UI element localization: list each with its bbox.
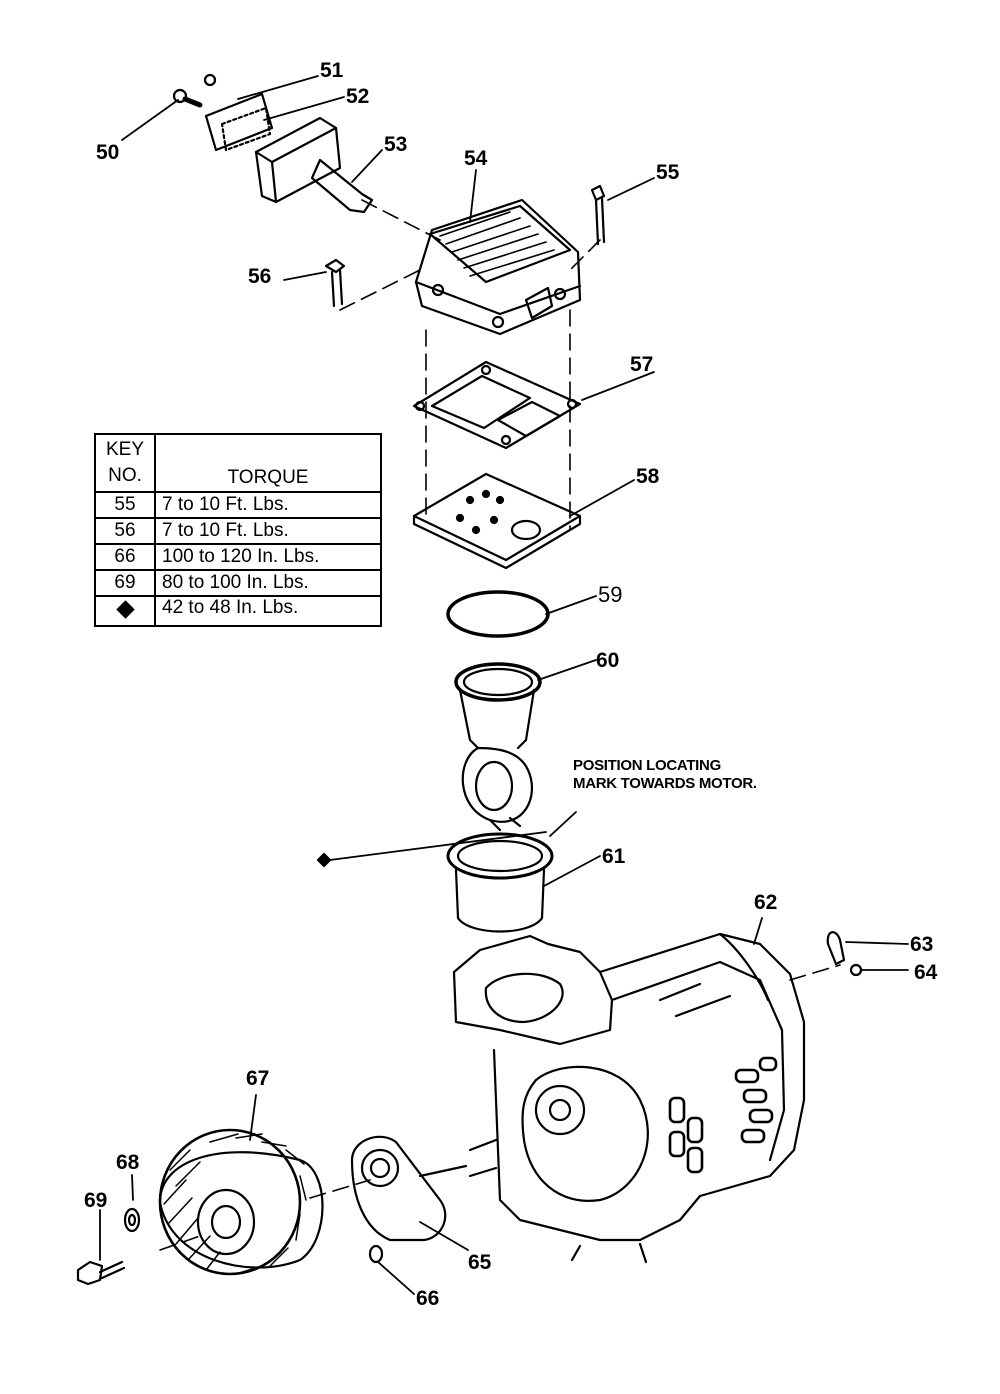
key-cell: 55 [94, 491, 156, 519]
callout-60: 60 [596, 649, 620, 672]
torque-cell: 7 to 10 Ft. Lbs. [154, 517, 382, 545]
callout-67: 67 [246, 1067, 270, 1090]
torque-cell: 7 to 10 Ft. Lbs. [154, 491, 382, 519]
part-67-blower-fan [158, 1128, 324, 1276]
callout-65: 65 [468, 1251, 492, 1274]
part-57-gasket [412, 360, 582, 450]
callout-68: 68 [116, 1151, 140, 1174]
part-66-screw [368, 1244, 384, 1264]
part-51-52-filter [203, 73, 274, 152]
callout-69: 69 [84, 1189, 108, 1212]
callout-51: 51 [320, 59, 344, 82]
callout-55: 55 [656, 161, 680, 184]
key-no-header: KEY NO. [94, 433, 156, 493]
part-55-bolt [590, 184, 606, 246]
part-53-intake [254, 116, 374, 214]
positioning-note-line-1: POSITION LOCATING [573, 757, 721, 774]
part-60-piston-rod [454, 662, 542, 832]
callout-61: 61 [602, 845, 626, 868]
callout-54: 54 [464, 147, 488, 170]
part-50-screw [172, 88, 203, 108]
callout-63: 63 [910, 933, 934, 956]
key-header-line-2: NO. [108, 465, 142, 486]
torque-cell: 42 to 48 In. Lbs. [154, 595, 382, 627]
key-cell: 69 [94, 569, 156, 597]
part-62-motor-crankcase [452, 932, 806, 1264]
callout-52: 52 [346, 85, 370, 108]
table-row: 69 80 to 100 In. Lbs. [94, 569, 382, 597]
positioning-note: POSITION LOCATING MARK TOWARDS MOTOR. [573, 757, 757, 793]
callout-57: 57 [630, 353, 654, 376]
positioning-note-line-2: MARK TOWARDS MOTOR. [573, 775, 757, 792]
callout-58: 58 [636, 465, 660, 488]
key-cell: 66 [94, 543, 156, 571]
callout-66: 66 [416, 1287, 440, 1310]
callout-56: 56 [248, 265, 272, 288]
key-header-line-1: KEY [105, 439, 145, 460]
torque-cell: 80 to 100 In. Lbs. [154, 569, 382, 597]
part-56-bolt [324, 258, 346, 308]
part-63-64-bracket [826, 931, 863, 977]
diamond-symbol-icon [316, 852, 332, 868]
callout-62: 62 [754, 891, 778, 914]
callout-53: 53 [384, 133, 408, 156]
part-58-valve-plate [412, 472, 582, 570]
torque-cell: 100 to 120 In. Lbs. [154, 543, 382, 571]
torque-table-header: KEY NO. TORQUE [94, 433, 382, 493]
callout-50: 50 [96, 141, 120, 164]
part-59-o-ring [446, 590, 550, 638]
part-68-washer [123, 1207, 141, 1233]
callout-59: 59 [598, 582, 623, 607]
table-row: 55 7 to 10 Ft. Lbs. [94, 491, 382, 519]
part-69-bolt [76, 1260, 126, 1286]
torque-header: TORQUE [154, 433, 382, 493]
diamond-symbol-icon [115, 600, 135, 619]
part-65-fan-adapter [350, 1135, 468, 1242]
part-54-cylinder-head [414, 198, 582, 336]
table-row: 42 to 48 In. Lbs. [94, 595, 382, 627]
callout-64: 64 [914, 961, 938, 984]
part-61-sleeve [446, 832, 554, 933]
table-row: 56 7 to 10 Ft. Lbs. [94, 517, 382, 545]
key-cell [94, 595, 156, 627]
assembly-dash-lines [159, 199, 841, 1251]
table-row: 66 100 to 120 In. Lbs. [94, 543, 382, 571]
torque-table: KEY NO. TORQUE 55 7 to 10 Ft. Lbs. 56 7 … [94, 433, 382, 627]
leader-lines [99, 75, 909, 1295]
key-cell: 56 [94, 517, 156, 545]
